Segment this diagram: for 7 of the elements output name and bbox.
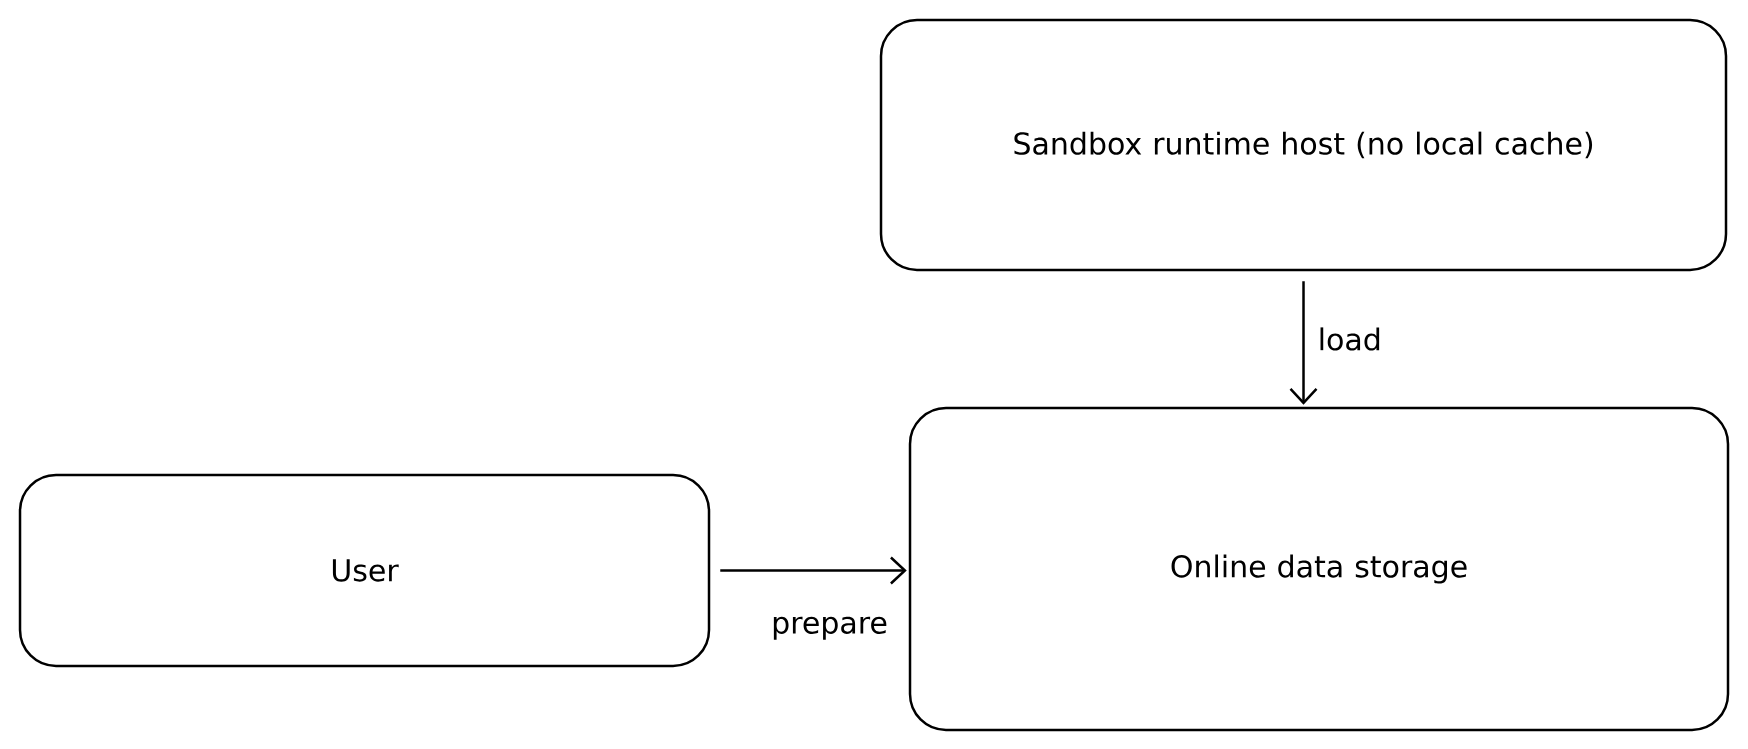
arrow (1289, 281, 1318, 405)
edge-label: prepare (773, 616, 887, 640)
process-box: Online data storage (908, 406, 1730, 732)
process-box: User (18, 473, 711, 668)
process-box: Sandbox runtime host (no local cache) (879, 18, 1728, 272)
edge-label: load (1320, 327, 1380, 351)
arrow (720, 556, 907, 585)
